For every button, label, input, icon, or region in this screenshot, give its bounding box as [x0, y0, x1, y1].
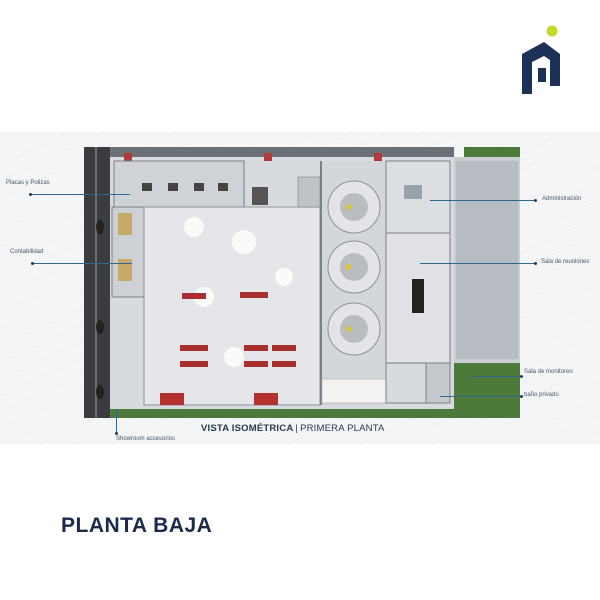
label-placas-polizas: Placas y Polizas — [6, 180, 50, 186]
leader-bano — [440, 396, 522, 397]
label-sala-reuniones: Sala de reuniones — [541, 259, 590, 265]
leader-monitoreo — [472, 376, 522, 377]
leader-contabilidad — [32, 263, 132, 264]
leader-dot-placas — [29, 193, 32, 196]
label-sala-monitoreo: Sala de monitoreo — [524, 369, 573, 375]
label-contabilidad: Contabilidad — [10, 249, 44, 255]
leader-reuniones — [420, 263, 534, 264]
leader-dot-bano — [520, 395, 523, 398]
company-logo — [522, 25, 560, 94]
view-title-rest: PRIMERA PLANTA — [300, 423, 385, 434]
label-administracion: Administración — [542, 196, 582, 202]
label-bano-privado: baño privado — [524, 392, 559, 398]
view-title: VISTA ISOMÉTRICA|PRIMERA PLANTA — [201, 423, 385, 434]
label-showroom-accesorios: Showroom accesorios — [116, 436, 176, 442]
view-title-separator: | — [295, 423, 299, 434]
view-title-bold: VISTA ISOMÉTRICA — [201, 423, 294, 434]
leader-dot-showroom — [115, 432, 118, 435]
floor-plan — [84, 147, 520, 418]
leader-dot-monitoreo — [520, 375, 523, 378]
leader-placas — [30, 194, 130, 195]
leader-dot-reuniones — [534, 262, 537, 265]
leader-showroom — [116, 410, 117, 434]
page-heading: PLANTA BAJA — [61, 514, 213, 537]
leader-administracion — [430, 200, 534, 201]
leader-dot-contabilidad — [31, 262, 34, 265]
leader-dot-administracion — [534, 199, 537, 202]
